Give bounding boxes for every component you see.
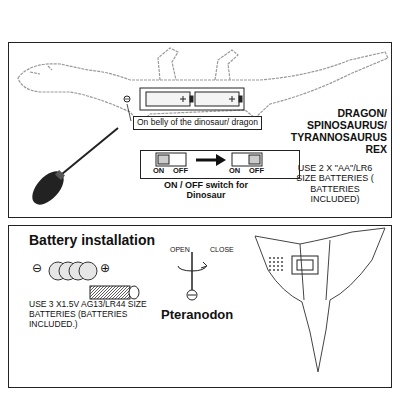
coin-cells [49,262,97,280]
switch-label: ON [153,167,164,176]
speaker-holes [269,257,283,271]
dinosaur-outline [18,48,388,124]
top-panel: DRAGON/ SPINOSAURUS/ TYRANNOSAURUS REX US… [8,42,392,218]
callout-text: On belly of the dinosaur/ dragon [137,118,258,128]
screwdriver [26,128,118,210]
model-name: Pteranodon [161,308,233,323]
bottom-panel: Battery installationUSE 3 X1.5V AG13/LR4… [8,225,392,388]
switch-caption: ON / OFF switch for Dinosaur [159,180,253,201]
leader-line [127,104,131,121]
switch-label: ON [229,167,240,176]
polarity-symbol: ⊕ [100,262,110,276]
switch-label: OFF [249,167,264,176]
switch-label: OFF [173,167,188,176]
switch-box: ON OFF ON OFF [140,150,300,179]
callout-box: On belly of the dinosaur/ dragon [133,116,262,130]
switch-arrow [196,154,226,166]
switch-symbol [156,153,262,166]
screwdriver [178,252,207,300]
section-heading: Battery installation [29,232,155,248]
pteranodon-outline [255,228,385,372]
direction-label: OPEN [170,246,190,254]
battery-note: USE 2 X "AA"/LR6 SIZE BATTERIES ( BATTER… [289,163,381,204]
battery-note: USE 3 X1.5V AG13/LR44 SIZE BATTERIES (BA… [29,300,151,329]
battery-holder [90,286,139,299]
model-title: DRAGON/ SPINOSAURUS/ TYRANNOSAURUS REX [271,107,387,155]
direction-label: CLOSE [210,246,234,254]
battery-compartment [124,88,244,110]
polarity-symbol: ⊖ [32,262,42,276]
